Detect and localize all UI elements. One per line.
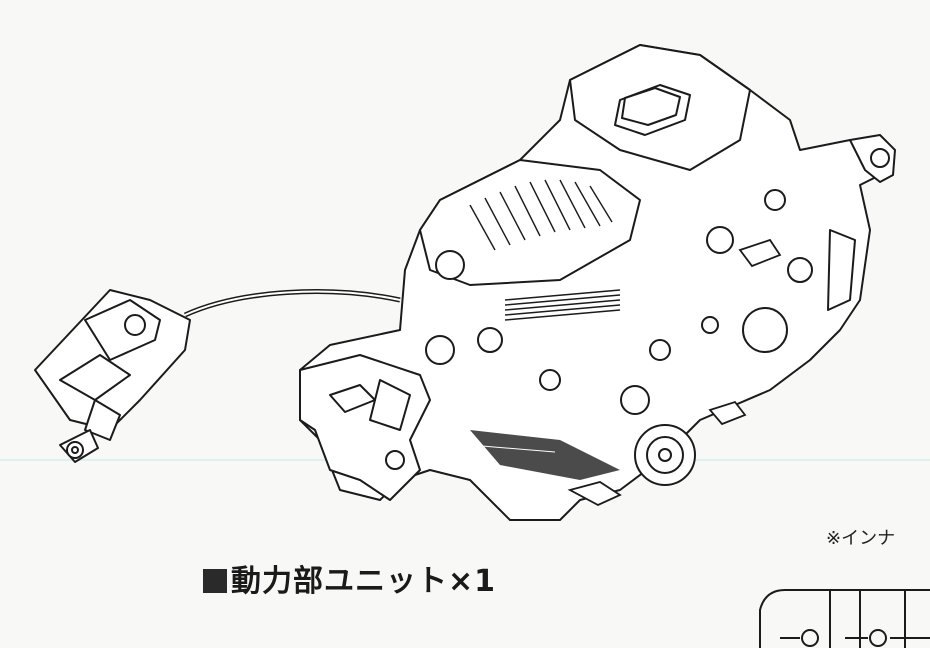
black-square-bullet-icon [203,569,227,593]
footnote-text: ※インナ [826,528,896,549]
parts-caption: 動力部ユニット×1 [203,556,496,600]
parts-caption-text: 動力部ユニット×1 [231,564,497,599]
